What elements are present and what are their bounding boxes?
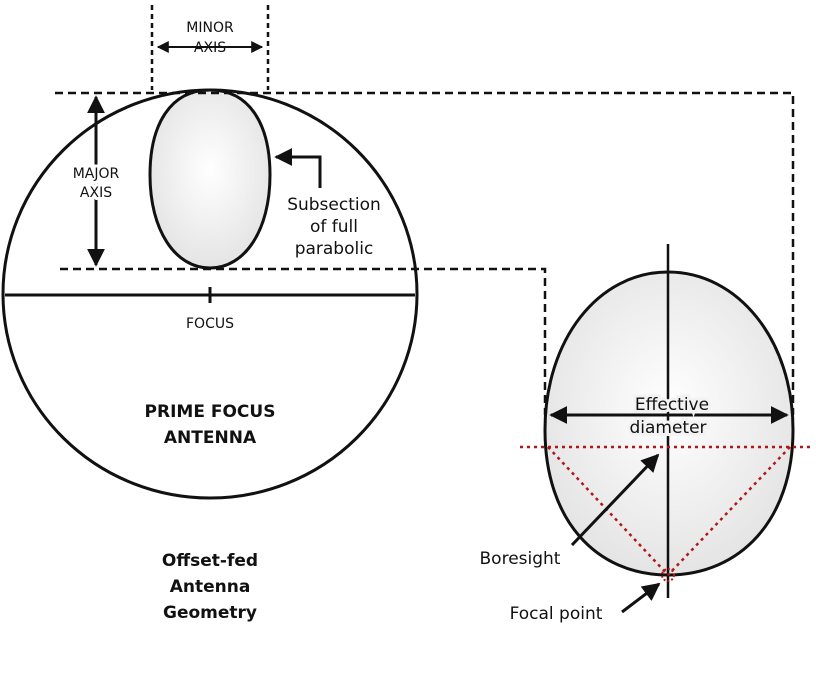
subsection-label-line2: of full xyxy=(310,217,358,237)
caption-line3: Geometry xyxy=(163,603,257,623)
subsection-pointer xyxy=(274,148,322,188)
top-dashed-guide xyxy=(55,91,795,415)
prime-focus-label-line1: PRIME FOCUS xyxy=(145,402,276,422)
red-dotted-left-ray xyxy=(547,446,669,576)
boresight-arrow xyxy=(570,453,660,547)
subsection-egg xyxy=(148,88,272,270)
minor-axis-label-line2: AXIS xyxy=(194,40,226,56)
minor-axis-label-line1: MINOR xyxy=(186,20,234,36)
prime-focus-label-line2: ANTENNA xyxy=(164,428,257,448)
bottom-dashed-guide xyxy=(60,267,547,415)
boresight-label: Boresight xyxy=(480,549,561,569)
caption-line2: Antenna xyxy=(170,577,251,597)
caption-line1: Offset-fed xyxy=(162,551,258,571)
effective-diameter-label-line2: diameter xyxy=(629,418,706,438)
major-axis-label-line1: MAJOR xyxy=(73,166,120,182)
focus-label: FOCUS xyxy=(186,316,234,332)
red-dotted-right-ray xyxy=(667,446,791,576)
major-axis-label-line2: AXIS xyxy=(80,185,112,201)
effective-diameter-label-line1: Effective xyxy=(635,395,709,415)
focal-point-marker xyxy=(661,568,675,582)
focal-point-label: Focal point xyxy=(510,604,603,624)
subsection-label-line3: parabolic xyxy=(295,239,374,259)
subsection-label-line1: Subsection xyxy=(287,195,381,215)
focal-point-arrow xyxy=(621,582,661,614)
